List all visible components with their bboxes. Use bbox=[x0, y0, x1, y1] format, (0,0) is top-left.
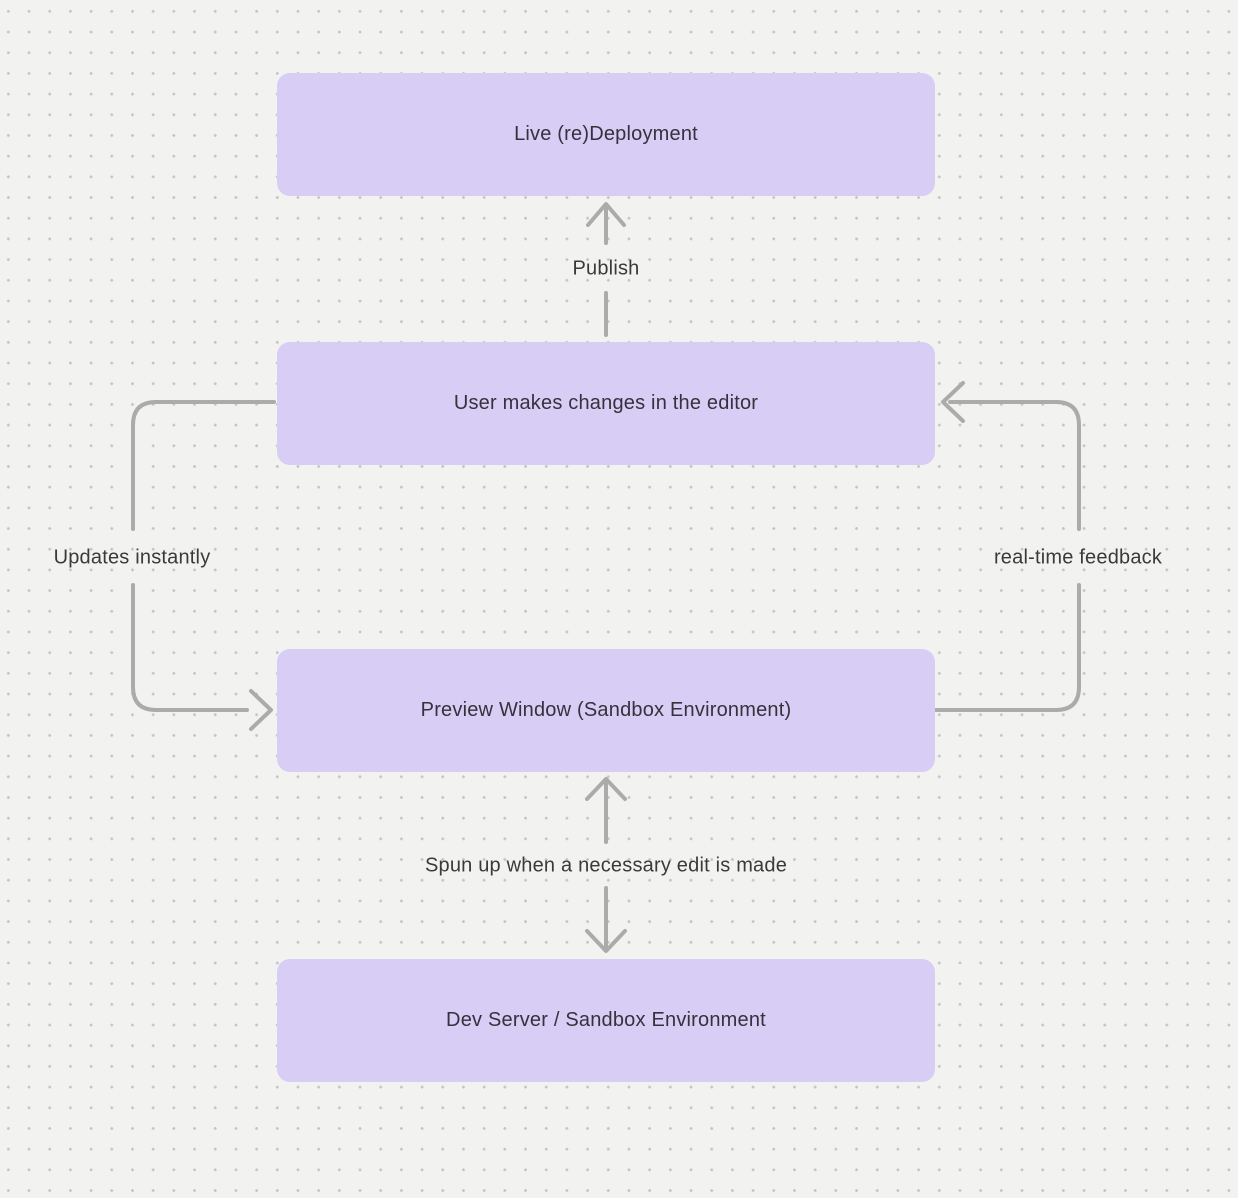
node-preview-window: Preview Window (Sandbox Environment) bbox=[277, 649, 935, 772]
edge-label-updates-instantly: Updates instantly bbox=[53, 546, 211, 569]
node-label: Live (re)Deployment bbox=[514, 123, 698, 145]
node-live-redeployment: Live (re)Deployment bbox=[277, 73, 935, 196]
arrowhead-left-icon bbox=[941, 381, 965, 423]
real-time-feedback-arrow bbox=[934, 381, 1081, 712]
right-loop-lower-segment bbox=[934, 583, 1081, 712]
node-user-editor: User makes changes in the editor bbox=[277, 342, 935, 465]
edge-label-spun-up: Spun up when a necessary edit is made bbox=[424, 854, 788, 877]
node-label: Dev Server / Sandbox Environment bbox=[446, 1009, 766, 1031]
right-loop-upper-segment bbox=[948, 400, 1081, 531]
left-loop-upper-segment bbox=[131, 400, 276, 531]
publish-arrow bbox=[586, 202, 626, 337]
arrowhead-down-icon bbox=[585, 929, 627, 953]
left-loop-lower-segment bbox=[131, 583, 249, 712]
updates-instantly-arrow bbox=[131, 400, 276, 731]
spun-up-arrow bbox=[585, 777, 627, 953]
node-label: Preview Window (Sandbox Environment) bbox=[420, 699, 792, 721]
node-label: User makes changes in the editor bbox=[453, 392, 759, 414]
arrowhead-right-icon bbox=[249, 689, 273, 731]
arrowhead-up-icon bbox=[586, 202, 626, 227]
edge-label-publish: Publish bbox=[572, 257, 640, 280]
node-dev-server: Dev Server / Sandbox Environment bbox=[277, 959, 935, 1082]
arrowhead-up-icon bbox=[585, 777, 627, 801]
edge-label-real-time-feedback: real-time feedback bbox=[993, 546, 1163, 569]
